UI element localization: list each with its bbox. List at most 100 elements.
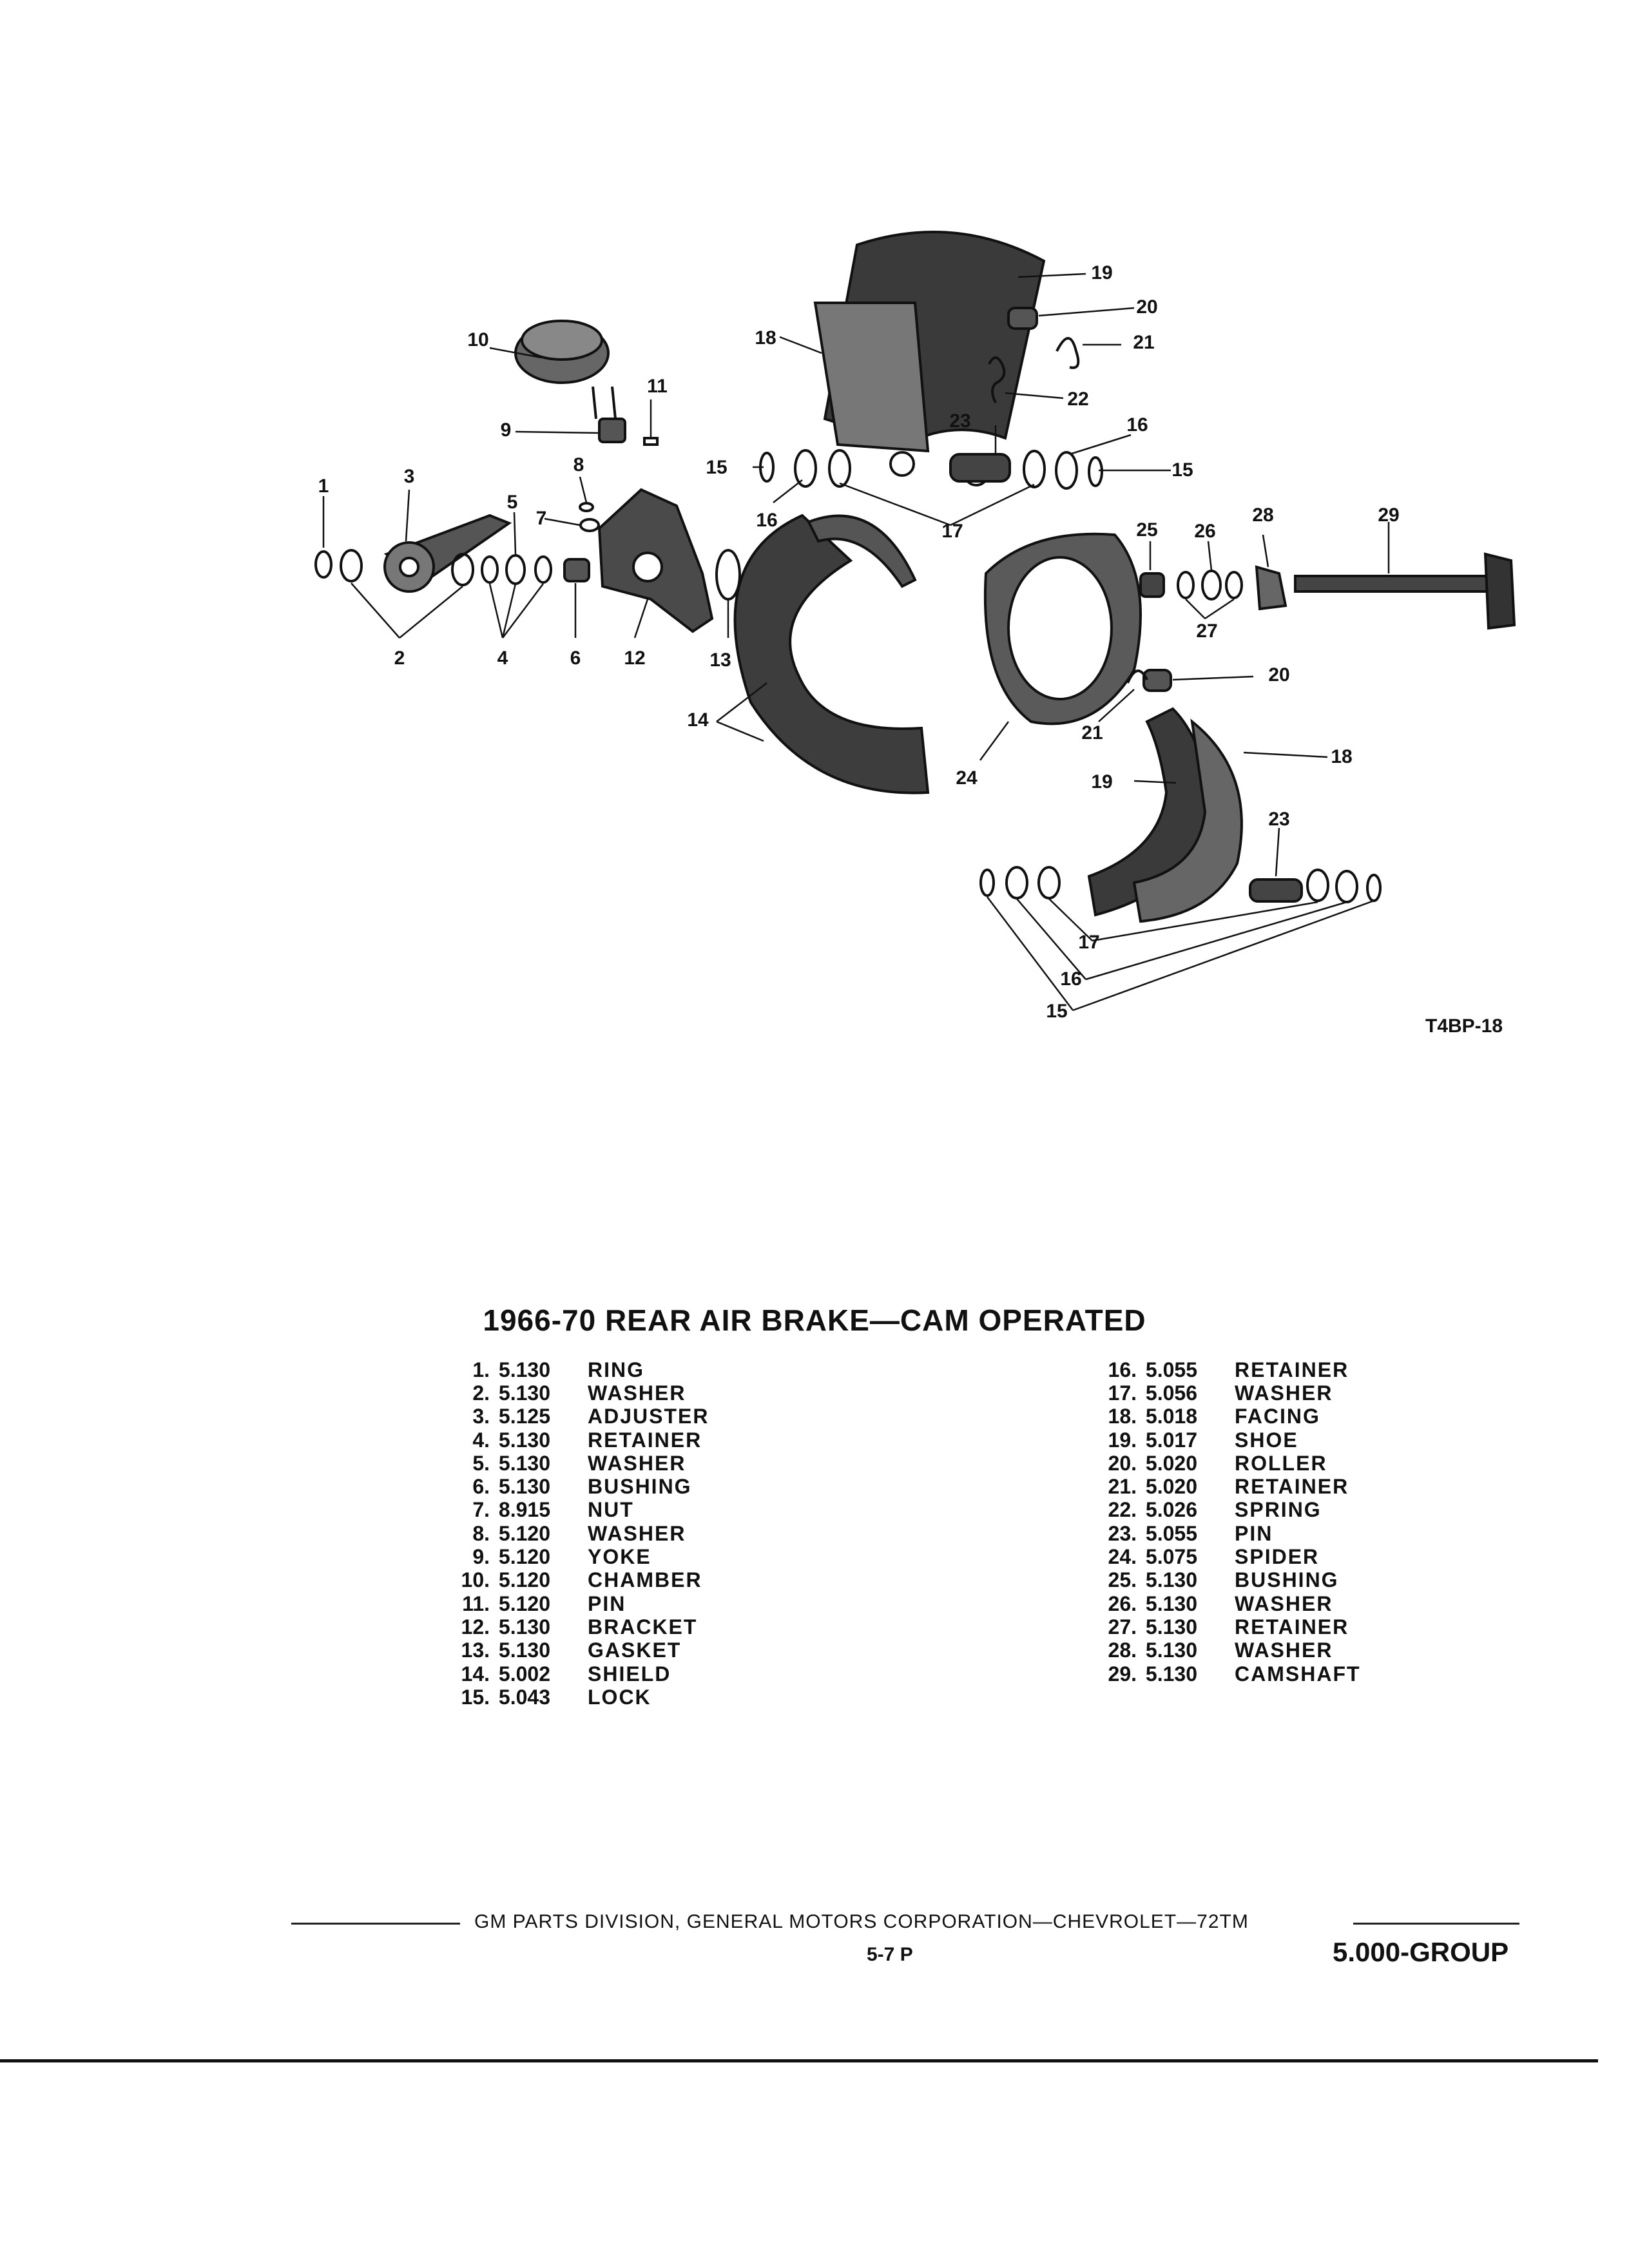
- parts-row: 6. 5.130 BUSHING: [447, 1475, 709, 1498]
- callout-21-bottom: 21: [1081, 722, 1103, 744]
- callout-6: 6: [570, 648, 581, 669]
- callout-16-top-left: 16: [756, 510, 778, 531]
- group-code: 5.055: [1145, 1521, 1197, 1545]
- part-number: 16.: [1108, 1358, 1137, 1381]
- parts-row: 27. 5.130 RETAINER: [1094, 1615, 1361, 1639]
- callout-1: 1: [318, 476, 329, 497]
- part-number: 9.: [472, 1545, 490, 1569]
- footer-publisher: GM PARTS DIVISION, GENERAL MOTORS CORPOR…: [474, 1911, 1249, 1932]
- part-number: 18.: [1108, 1405, 1137, 1428]
- part-name: BUSHING: [588, 1475, 692, 1499]
- part-name: PIN: [588, 1591, 626, 1615]
- part-name: ADJUSTER: [588, 1405, 709, 1428]
- group-code: 5.120: [498, 1568, 550, 1592]
- part-number: 7.: [472, 1498, 490, 1522]
- group-code: 5.056: [1145, 1381, 1197, 1405]
- group-label: 5.000-GROUP: [1333, 1937, 1509, 1967]
- part-name: RETAINER: [1235, 1615, 1349, 1639]
- part-name: CHAMBER: [588, 1568, 702, 1592]
- group-code: 5.020: [1145, 1451, 1197, 1475]
- group-code: 5.017: [1145, 1428, 1197, 1452]
- part-number: 19.: [1108, 1428, 1137, 1452]
- group-code: 5.130: [498, 1475, 550, 1499]
- callout-20-bottom: 20: [1268, 664, 1290, 686]
- callout-19-bottom: 19: [1091, 771, 1113, 793]
- group-code: 5.130: [1145, 1639, 1197, 1662]
- callout-19-top: 19: [1091, 262, 1113, 284]
- callout-18-top: 18: [755, 327, 776, 349]
- group-code: 5.125: [498, 1405, 550, 1428]
- part-number: 10.: [461, 1568, 490, 1592]
- part-name: LOCK: [588, 1685, 651, 1709]
- part-name: RETAINER: [1235, 1475, 1349, 1499]
- part-name: ROLLER: [1235, 1451, 1327, 1475]
- part-number: 23.: [1108, 1521, 1137, 1545]
- part-name: YOKE: [588, 1545, 651, 1569]
- part-number: 20.: [1108, 1451, 1137, 1475]
- callout-22: 22: [1067, 389, 1089, 410]
- callout-26: 26: [1194, 521, 1216, 542]
- callout-11: 11: [647, 376, 668, 397]
- group-code: 5.120: [498, 1545, 550, 1569]
- part-name: SPIDER: [1235, 1545, 1320, 1569]
- figure-code: T4BP-18: [1425, 1015, 1503, 1037]
- callout-14: 14: [687, 709, 709, 731]
- part-number: 24.: [1108, 1545, 1137, 1569]
- part-number: 4.: [472, 1428, 490, 1452]
- part-name: WASHER: [1235, 1639, 1333, 1662]
- callout-20-top: 20: [1136, 296, 1158, 318]
- callout-16-top-right: 16: [1126, 414, 1148, 436]
- part-number: 27.: [1108, 1615, 1137, 1639]
- group-code: 5.130: [498, 1451, 550, 1475]
- part-name: GASKET: [588, 1639, 682, 1662]
- group-code: 5.130: [1145, 1662, 1197, 1686]
- brake-spider: [983, 532, 1142, 726]
- group-code: 5.020: [1145, 1475, 1197, 1499]
- callout-18-bottom: 18: [1331, 746, 1353, 767]
- brake-chamber: [514, 320, 617, 419]
- part-number: 6.: [472, 1475, 490, 1499]
- callout-23-top: 23: [949, 410, 971, 432]
- group-code: 5.130: [1145, 1615, 1197, 1639]
- callout-25: 25: [1136, 519, 1158, 541]
- part-name: RING: [588, 1358, 644, 1381]
- callout-4: 4: [497, 648, 508, 669]
- part-number: 2.: [472, 1381, 490, 1405]
- callout-2: 2: [394, 648, 405, 669]
- part-number: 3.: [472, 1405, 490, 1428]
- part-name: WASHER: [1235, 1381, 1333, 1405]
- group-code: 5.043: [498, 1685, 550, 1709]
- upper-brake-shoe: [813, 231, 1046, 486]
- part-number: 25.: [1108, 1568, 1137, 1592]
- part-number: 5.: [472, 1451, 490, 1475]
- part-name: PIN: [1235, 1521, 1273, 1545]
- part-number: 11.: [462, 1591, 490, 1615]
- callout-28: 28: [1252, 505, 1274, 526]
- group-code: 5.130: [498, 1358, 550, 1381]
- group-code: 5.130: [498, 1381, 550, 1405]
- part-number: 8.: [472, 1521, 490, 1545]
- callout-15-top-right: 15: [1171, 459, 1193, 481]
- part-name: WASHER: [588, 1451, 686, 1475]
- parts-row: 10. 5.120 CHAMBER: [447, 1568, 709, 1592]
- footer-rule-left: [291, 1923, 460, 1925]
- part-name: WASHER: [1235, 1591, 1333, 1615]
- group-code: 5.130: [1145, 1568, 1197, 1592]
- part-name: NUT: [588, 1498, 634, 1522]
- group-code: 5.120: [498, 1521, 550, 1545]
- parts-row: 20. 5.020 ROLLER: [1094, 1452, 1361, 1475]
